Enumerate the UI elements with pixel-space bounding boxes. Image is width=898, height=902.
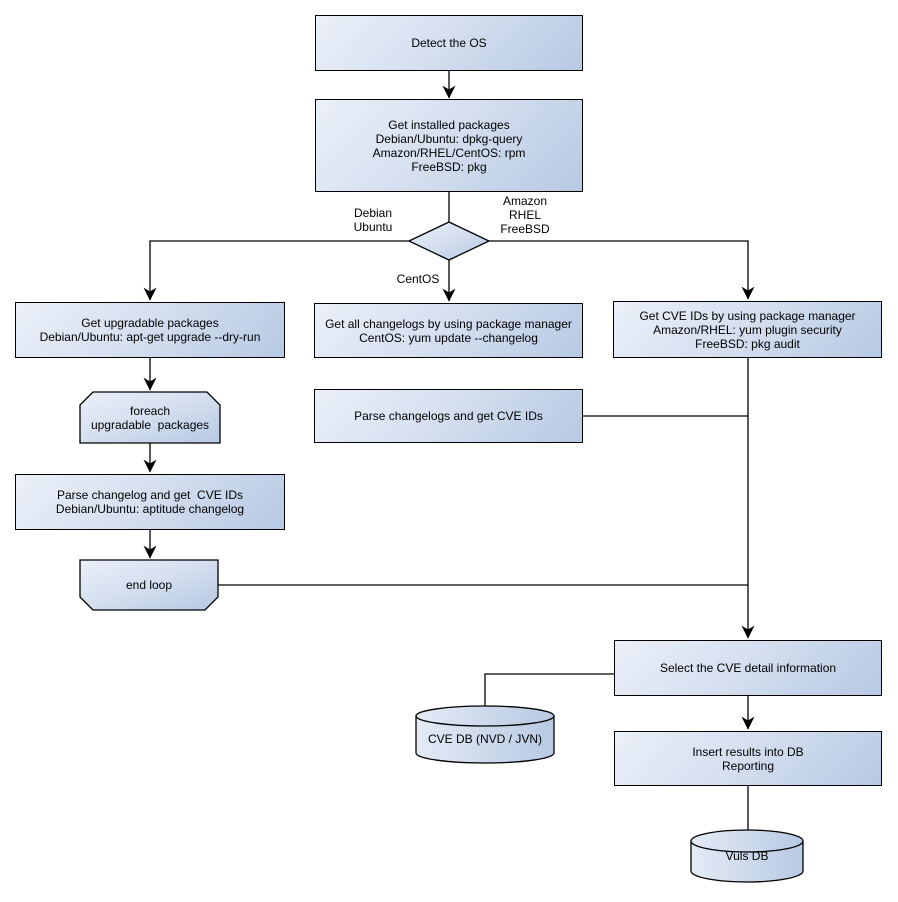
node-detect-os: Detect the OS: [315, 15, 583, 71]
node-foreach-loop: foreach upgradable packages: [80, 392, 220, 443]
node-label: FreeBSD: pkg: [411, 159, 487, 174]
edge-label-debian-ubuntu: Debian Ubuntu: [346, 205, 400, 235]
node-label: Parse changelog and get CVE IDs: [56, 488, 244, 502]
node-label: Get installed packages: [388, 117, 510, 132]
node-get-installed-packages: Get installed packages Debian/Ubuntu: dp…: [315, 99, 583, 192]
node-end-loop: end loop: [80, 560, 218, 610]
os-decision-diamond: [407, 221, 491, 261]
edge-label-line: CentOS: [396, 272, 440, 286]
node-label: Get upgradable packages: [81, 316, 219, 330]
node-label: FreeBSD: pkg audit: [695, 336, 800, 351]
node-label: Insert results into DB: [692, 744, 804, 759]
node-label: Detect the OS: [411, 36, 487, 50]
node-parse-changelog: Parse changelog and get CVE IDs Debian/U…: [15, 474, 285, 530]
edge-decision-to-upgradable: [143, 240, 409, 301]
node-label: Get CVE IDs by using package manager: [639, 308, 856, 323]
edge-label-amazon-rhel-freebsd: Amazon RHEL FreeBSD: [494, 193, 556, 237]
cve-db-cylinder-body: [415, 716, 555, 764]
node-label: foreach: [129, 403, 171, 418]
node-label: Parse changelogs and get CVE IDs: [354, 409, 543, 423]
node-label: Amazon/RHEL: yum plugin security: [653, 322, 842, 337]
node-select-cve-detail: Select the CVE detail information: [614, 640, 882, 696]
node-label: upgradable packages: [90, 417, 210, 432]
node-insert-results: Insert results into DB Reporting: [614, 731, 882, 786]
node-label: Reporting: [721, 758, 775, 773]
end-loop-shape: [79, 559, 219, 611]
node-label: Debian/Ubuntu: dpkg-query: [375, 131, 523, 146]
node-get-upgradable-packages: Get upgradable packages Debian/Ubuntu: a…: [15, 302, 285, 358]
node-vuls-db: Vuls DB: [691, 834, 803, 878]
vuls-db-cylinder-body: [690, 841, 804, 883]
node-label: end loop: [125, 578, 173, 592]
node-label: Debian/Ubuntu: aptitude changelog: [55, 502, 245, 516]
edge-cvedb-to-select: [484, 673, 614, 706]
node-get-all-changelogs: Get all changelogs by using package mana…: [314, 303, 583, 358]
edge-label-centos: CentOS: [392, 271, 444, 287]
node-label: Vuls DB: [725, 849, 769, 863]
cve-db-cylinder-top: [415, 705, 555, 727]
edge-decision-to-cveids: [489, 240, 755, 300]
node-label: Amazon/RHEL/CentOS: rpm: [372, 145, 526, 160]
node-label: Get all changelogs by using package mana…: [325, 316, 572, 331]
node-cve-db: CVE DB (NVD / JVN): [416, 714, 554, 763]
node-label: Select the CVE detail information: [659, 661, 837, 675]
edge-label-line: Debian: [353, 206, 393, 220]
node-parse-changelogs: Parse changelogs and get CVE IDs: [314, 389, 583, 443]
edge-label-line: RHEL: [508, 208, 541, 222]
node-get-cve-ids: Get CVE IDs by using package manager Ama…: [613, 301, 882, 358]
node-label: Debian/Ubuntu: apt-get upgrade --dry-run: [39, 330, 261, 344]
node-label: CVE DB (NVD / JVN): [427, 731, 542, 746]
foreach-loop-shape: [79, 391, 221, 444]
edge-label-line: Ubuntu: [353, 220, 393, 234]
vuls-db-cylinder-top: [690, 829, 804, 853]
edge-label-line: Amazon: [502, 194, 548, 208]
edge-label-line: FreeBSD: [500, 222, 550, 236]
node-label: CentOS: yum update --changelog: [359, 330, 538, 345]
